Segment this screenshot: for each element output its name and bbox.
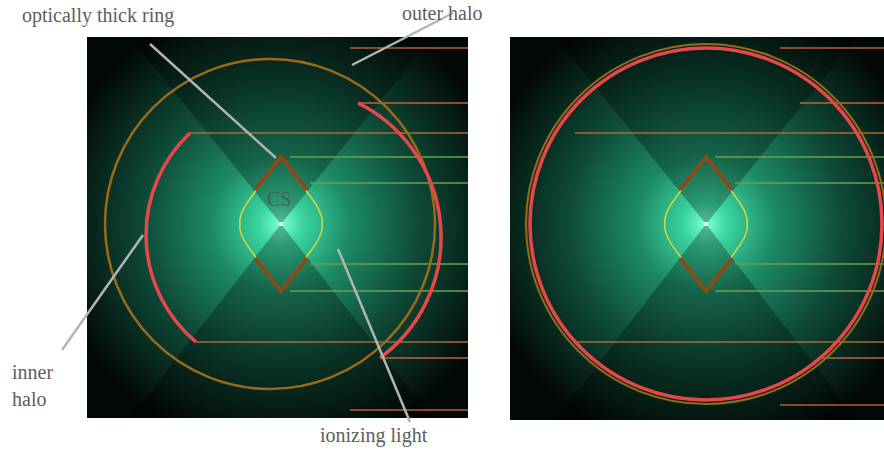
label: optically thick ring xyxy=(22,2,182,29)
right-panel xyxy=(510,37,884,420)
label: outer halo xyxy=(402,0,522,27)
label: inner halo xyxy=(12,359,72,413)
label: CS xyxy=(267,186,307,213)
leader-lines xyxy=(62,13,453,422)
label: ionizing light xyxy=(320,422,480,449)
left-panel xyxy=(87,37,468,418)
